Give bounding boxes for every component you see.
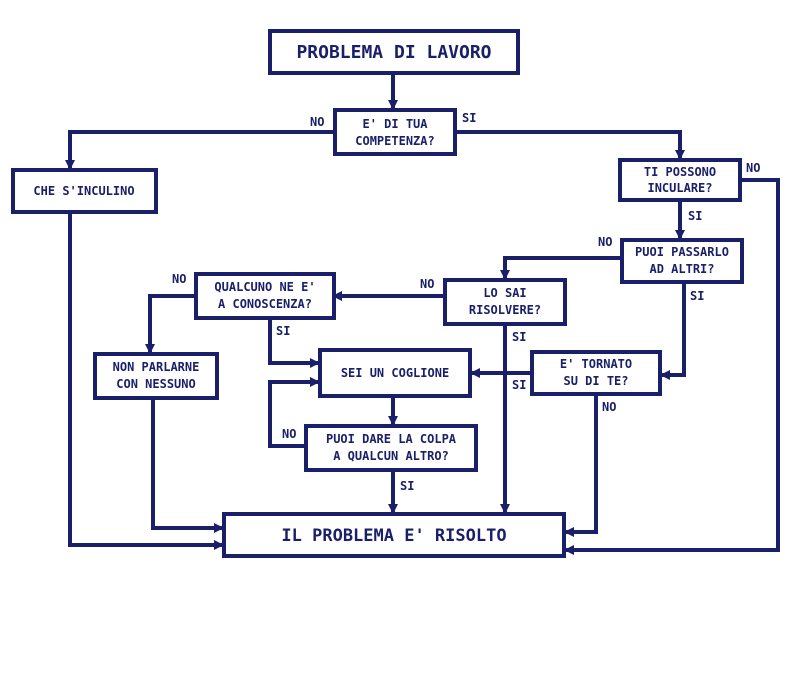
node-problema-text: PROBLEMA DI LAVORO (296, 42, 491, 63)
label-competenza-no: NO (310, 115, 324, 129)
node-competenza-line1: E' DI TUA (362, 117, 428, 131)
edge-qualcuno-no (145, 294, 196, 354)
edges (65, 73, 780, 555)
label-possono-si: SI (688, 209, 702, 223)
node-qualcuno-line1: QUALCUNO NE E' (214, 280, 315, 294)
edge-competenza-no (65, 130, 335, 170)
node-passarlo-line2: AD ALTRI? (649, 262, 714, 276)
edge-qualcuno-si (268, 318, 320, 368)
node-problema-di-lavoro: PROBLEMA DI LAVORO (268, 29, 520, 75)
node-nonparlarne-line1: NON PARLARNE (113, 360, 200, 374)
label-sai-si: SI (512, 330, 526, 344)
node-qualcuno-line2: A CONOSCENZA? (218, 297, 312, 311)
label-tornato-no: NO (602, 400, 616, 414)
label-qualcuno-no: NO (172, 272, 186, 286)
node-che-s-inculino: CHE S'INCULINO (11, 168, 158, 214)
node-e-tornato-su-di-te: E' TORNATO SU DI TE? (530, 350, 662, 396)
edge-possono-no (564, 178, 780, 555)
node-competenza: E' DI TUA COMPETENZA? (333, 108, 457, 156)
edge-labels: NO SI NO SI NO SI NO SI NO SI SI NO NO S… (172, 111, 760, 493)
edge-passarlo-no (500, 256, 622, 280)
node-coglione-text: SEI UN COGLIONE (341, 366, 449, 380)
label-colpa-si: SI (400, 479, 414, 493)
node-possono-line2: INCULARE? (647, 181, 712, 195)
node-puoi-passarlo: PUOI PASSARLO AD ALTRI? (620, 238, 744, 284)
node-nonparlarne-line2: CON NESSUNO (116, 377, 195, 391)
edge-colpa-no (268, 377, 320, 448)
node-sai-line2: RISOLVERE? (469, 303, 541, 317)
node-possono-line1: TI POSSONO (644, 165, 716, 179)
node-il-problema-e-risolto: IL PROBLEMA E' RISOLTO (222, 512, 566, 558)
node-passarlo-line1: PUOI PASSARLO (635, 245, 729, 259)
node-sai-line1: LO SAI (483, 286, 526, 300)
node-tornato-line2: SU DI TE? (563, 374, 628, 388)
node-puoi-dare-la-colpa: PUOI DARE LA COLPA A QUALCUN ALTRO? (304, 424, 478, 472)
label-passarlo-si: SI (690, 289, 704, 303)
label-tornato-si: SI (512, 378, 526, 392)
node-colpa-line1: PUOI DARE LA COLPA (326, 432, 457, 446)
node-risolto-text: IL PROBLEMA E' RISOLTO (281, 526, 506, 546)
edge-nonparlarne-risolto (151, 398, 224, 533)
label-competenza-si: SI (462, 111, 476, 125)
node-competenza-line2: COMPETENZA? (355, 134, 434, 148)
edge-tornato-no (564, 394, 598, 537)
edge-passarlo-si (660, 282, 686, 380)
label-passarlo-no: NO (598, 235, 612, 249)
label-possono-no: NO (746, 161, 760, 175)
node-tornato-line1: E' TORNATO (560, 357, 632, 371)
label-sai-no: NO (420, 277, 434, 291)
edge-incul-risolto (68, 212, 224, 550)
node-non-parlarne: NON PARLARNE CON NESSUNO (93, 352, 219, 400)
edge-competenza-si (455, 130, 685, 160)
node-lo-sai-risolvere: LO SAI RISOLVERE? (443, 278, 567, 326)
node-colpa-line2: A QUALCUN ALTRO? (333, 449, 449, 463)
node-incul-text: CHE S'INCULINO (33, 184, 134, 198)
label-colpa-no: NO (282, 427, 296, 441)
node-ti-possono-inculare: TI POSSONO INCULARE? (618, 158, 742, 202)
node-sei-un-coglione: SEI UN COGLIONE (318, 348, 472, 398)
node-qualcuno-ne-e-a-conoscenza: QUALCUNO NE E' A CONOSCENZA? (194, 272, 336, 320)
label-qualcuno-si: SI (276, 324, 290, 338)
